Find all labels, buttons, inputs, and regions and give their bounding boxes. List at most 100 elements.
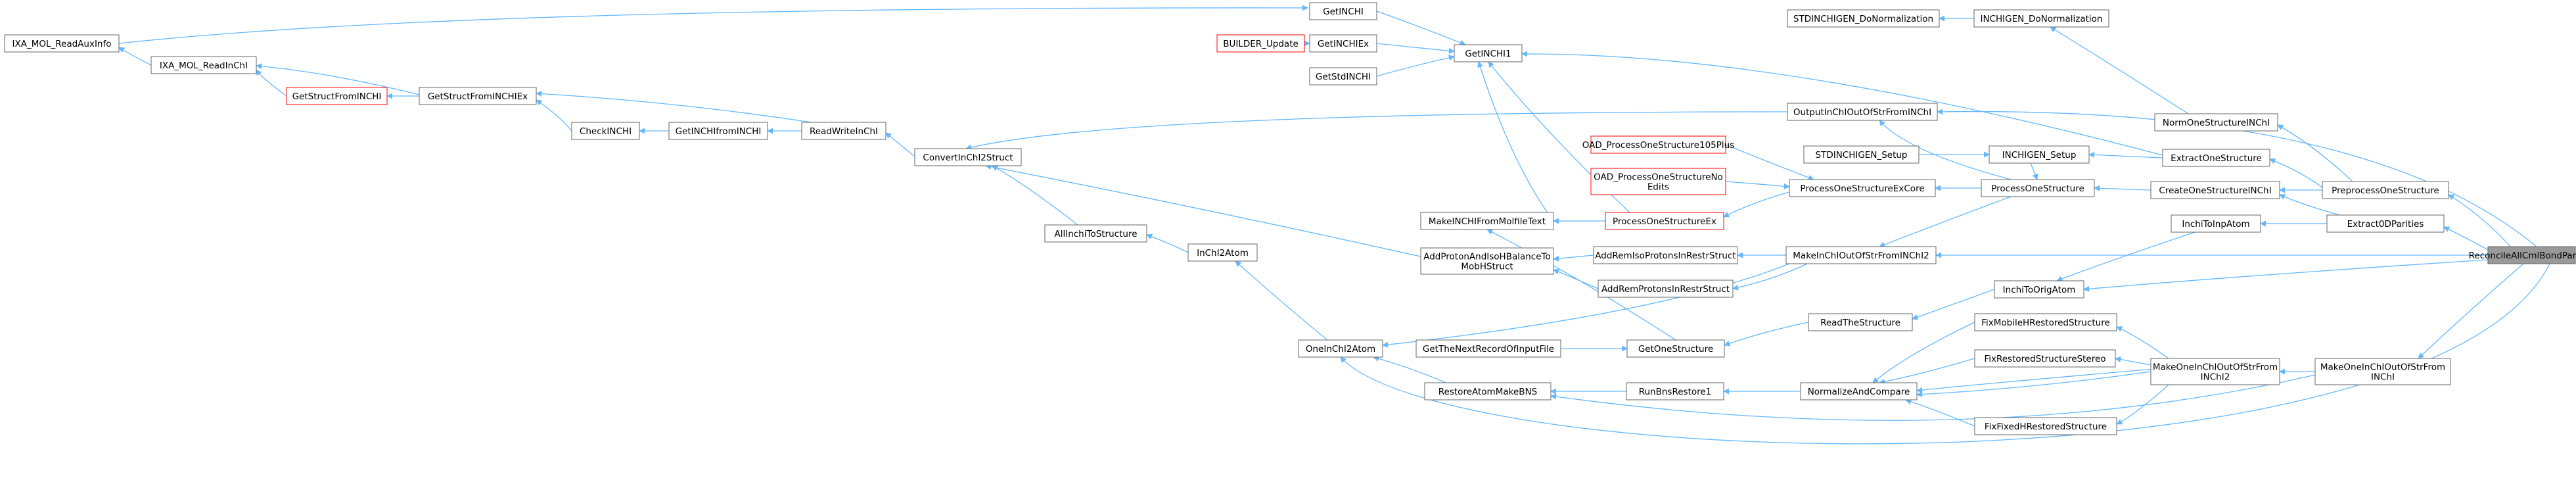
node-box[interactable] [1787,103,1938,121]
node-box[interactable] [1187,243,1258,262]
node-processonestructureex[interactable]: ProcessOneStructureEx [1605,212,1724,230]
node-box[interactable] [1605,212,1724,230]
node-fixmobileh[interactable]: FixMobileHRestoredStructure [1974,313,2117,331]
node-box[interactable] [1785,246,1937,264]
node-box[interactable] [1216,34,1305,53]
node-getinchi[interactable]: GetINCHI [1309,2,1377,20]
node-box[interactable] [1309,34,1377,53]
node-box[interactable] [2162,149,2270,167]
node-box[interactable] [1593,246,1738,264]
node-box[interactable] [1415,339,1561,358]
node-box[interactable] [1420,212,1554,230]
node-getinchifrominchi[interactable]: GetINCHIfromINCHI [668,122,768,140]
node-readaux[interactable]: IXA_MOL_ReadAuxInfo [4,34,120,53]
node-restoreatommakebns[interactable]: RestoreAtomMakeBNS [1424,382,1552,401]
node-box[interactable] [1424,382,1552,401]
node-box[interactable] [4,34,120,53]
node-preprocess[interactable]: PreprocessOneStructure [2322,181,2449,199]
node-builder[interactable]: BUILDER_Update [1216,34,1305,53]
node-box[interactable] [2487,246,2576,264]
node-box[interactable] [2326,214,2445,233]
node-box[interactable] [1994,280,2084,299]
node-checkinchi[interactable]: CheckINCHI [571,122,640,140]
node-getonestructure[interactable]: GetOneStructure [1626,339,1725,358]
node-box[interactable] [1974,313,2117,331]
node-box[interactable] [2171,214,2261,233]
node-box[interactable] [1787,9,1940,28]
node-box[interactable] [2154,113,2278,132]
node-box[interactable] [1808,313,1913,331]
node-oneinchi2atom[interactable]: OneInChI2Atom [1298,339,1383,358]
node-box[interactable] [1044,224,1147,243]
node-normonestructureinchi[interactable]: NormOneStructureINChI [2154,113,2278,132]
node-box[interactable] [286,87,388,105]
node-box[interactable] [1800,382,1918,401]
node-box[interactable] [2314,358,2451,385]
node-box[interactable] [2150,181,2280,199]
node-inchitoorigatom[interactable]: InchiToOrigAtom [1994,280,2084,299]
node-box[interactable] [914,148,1022,166]
node-fixfixedh[interactable]: FixFixedHRestoredStructure [1974,417,2117,435]
node-readthestructure[interactable]: ReadTheStructure [1808,313,1913,331]
node-makeinchifrommolfile[interactable]: MakeINCHIFromMolfileText [1420,212,1554,230]
node-processonestructureexcore[interactable]: ProcessOneStructureExCore [1789,179,1936,197]
node-box[interactable] [1973,9,2109,28]
node-readinchi[interactable]: IXA_MOL_ReadInChI [150,56,257,74]
node-box[interactable] [1989,145,2090,164]
node-getstdinchi[interactable]: GetStdINCHI [1309,67,1377,85]
node-getthenextrecord[interactable]: GetTheNextRecordOfInputFile [1415,339,1561,358]
node-box[interactable] [1420,247,1554,275]
node-box[interactable] [1309,67,1377,85]
node-inchi2atom[interactable]: InChI2Atom [1187,243,1258,262]
node-getstructfrominchi[interactable]: GetStructFromINCHI [286,87,388,105]
node-box[interactable] [1789,179,1936,197]
node-box[interactable] [1454,44,1523,62]
node-normalizeandcompare[interactable]: NormalizeAndCompare [1800,382,1918,401]
node-runbnsrestore1[interactable]: RunBnsRestore1 [1626,382,1724,401]
node-makeinchioutofstrfrominchi2[interactable]: MakeInChIOutOfStrFromINChI2 [1785,246,1937,264]
node-box[interactable] [1309,2,1377,20]
node-allinchitostructure[interactable]: AllInchiToStructure [1044,224,1147,243]
node-box[interactable] [1626,339,1725,358]
node-addremisoprotons[interactable]: AddRemIsoProtonsInRestrStruct [1593,246,1738,264]
node-box[interactable] [1981,179,2095,197]
node-outputinchi[interactable]: OutputInChIOutOfStrFromINChI [1787,103,1938,121]
node-extract0dparities[interactable]: Extract0DParities [2326,214,2445,233]
node-getstructfrominchiex[interactable]: GetStructFromINCHIEx [419,87,537,105]
node-stdinchigen_donorm[interactable]: STDINCHIGEN_DoNormalization [1787,9,1940,28]
node-processonestructure[interactable]: ProcessOneStructure [1981,179,2095,197]
node-createonestructureinchi[interactable]: CreateOneStructureINChI [2150,181,2280,199]
node-box[interactable] [801,122,886,140]
node-inchigen_setup[interactable]: INCHIGEN_Setup [1989,145,2090,164]
node-reconcile[interactable]: ReconcileAllCmlBondParities [2469,246,2576,264]
node-box[interactable] [419,87,537,105]
node-fixrestoredstereo[interactable]: FixRestoredStructureStereo [1974,349,2116,368]
node-stdinchigen_setup[interactable]: STDINCHIGEN_Setup [1803,145,1920,164]
node-box[interactable] [668,122,768,140]
node-box[interactable] [1974,349,2116,368]
node-box[interactable] [1974,417,2117,435]
node-box[interactable] [571,122,640,140]
node-getinchiex[interactable]: GetINCHIEx [1309,34,1377,53]
node-oad105plus[interactable]: OAD_ProcessOneStructure105Plus [1582,135,1735,154]
node-box[interactable] [1626,382,1724,401]
node-inchigen_donorm[interactable]: INCHIGEN_DoNormalization [1973,9,2109,28]
node-readwriteinchi[interactable]: ReadWriteInChI [801,122,886,140]
node-box[interactable] [1803,145,1920,164]
node-box[interactable] [1590,168,1726,195]
node-box[interactable] [2322,181,2449,199]
node-extractonestructure[interactable]: ExtractOneStructure [2162,149,2270,167]
node-convertinchi2struct[interactable]: ConvertInChI2Struct [914,148,1022,166]
node-box[interactable] [1598,279,1734,298]
node-inchitoinpatom[interactable]: InchiToInpAtom [2171,214,2261,233]
node-getinchi1[interactable]: GetINCHI1 [1454,44,1523,62]
node-box[interactable] [2150,358,2280,385]
node-addremprotons[interactable]: AddRemProtonsInRestrStruct [1598,279,1734,298]
node-box[interactable] [1590,135,1726,154]
node-box[interactable] [1298,339,1383,358]
node-box[interactable] [150,56,257,74]
